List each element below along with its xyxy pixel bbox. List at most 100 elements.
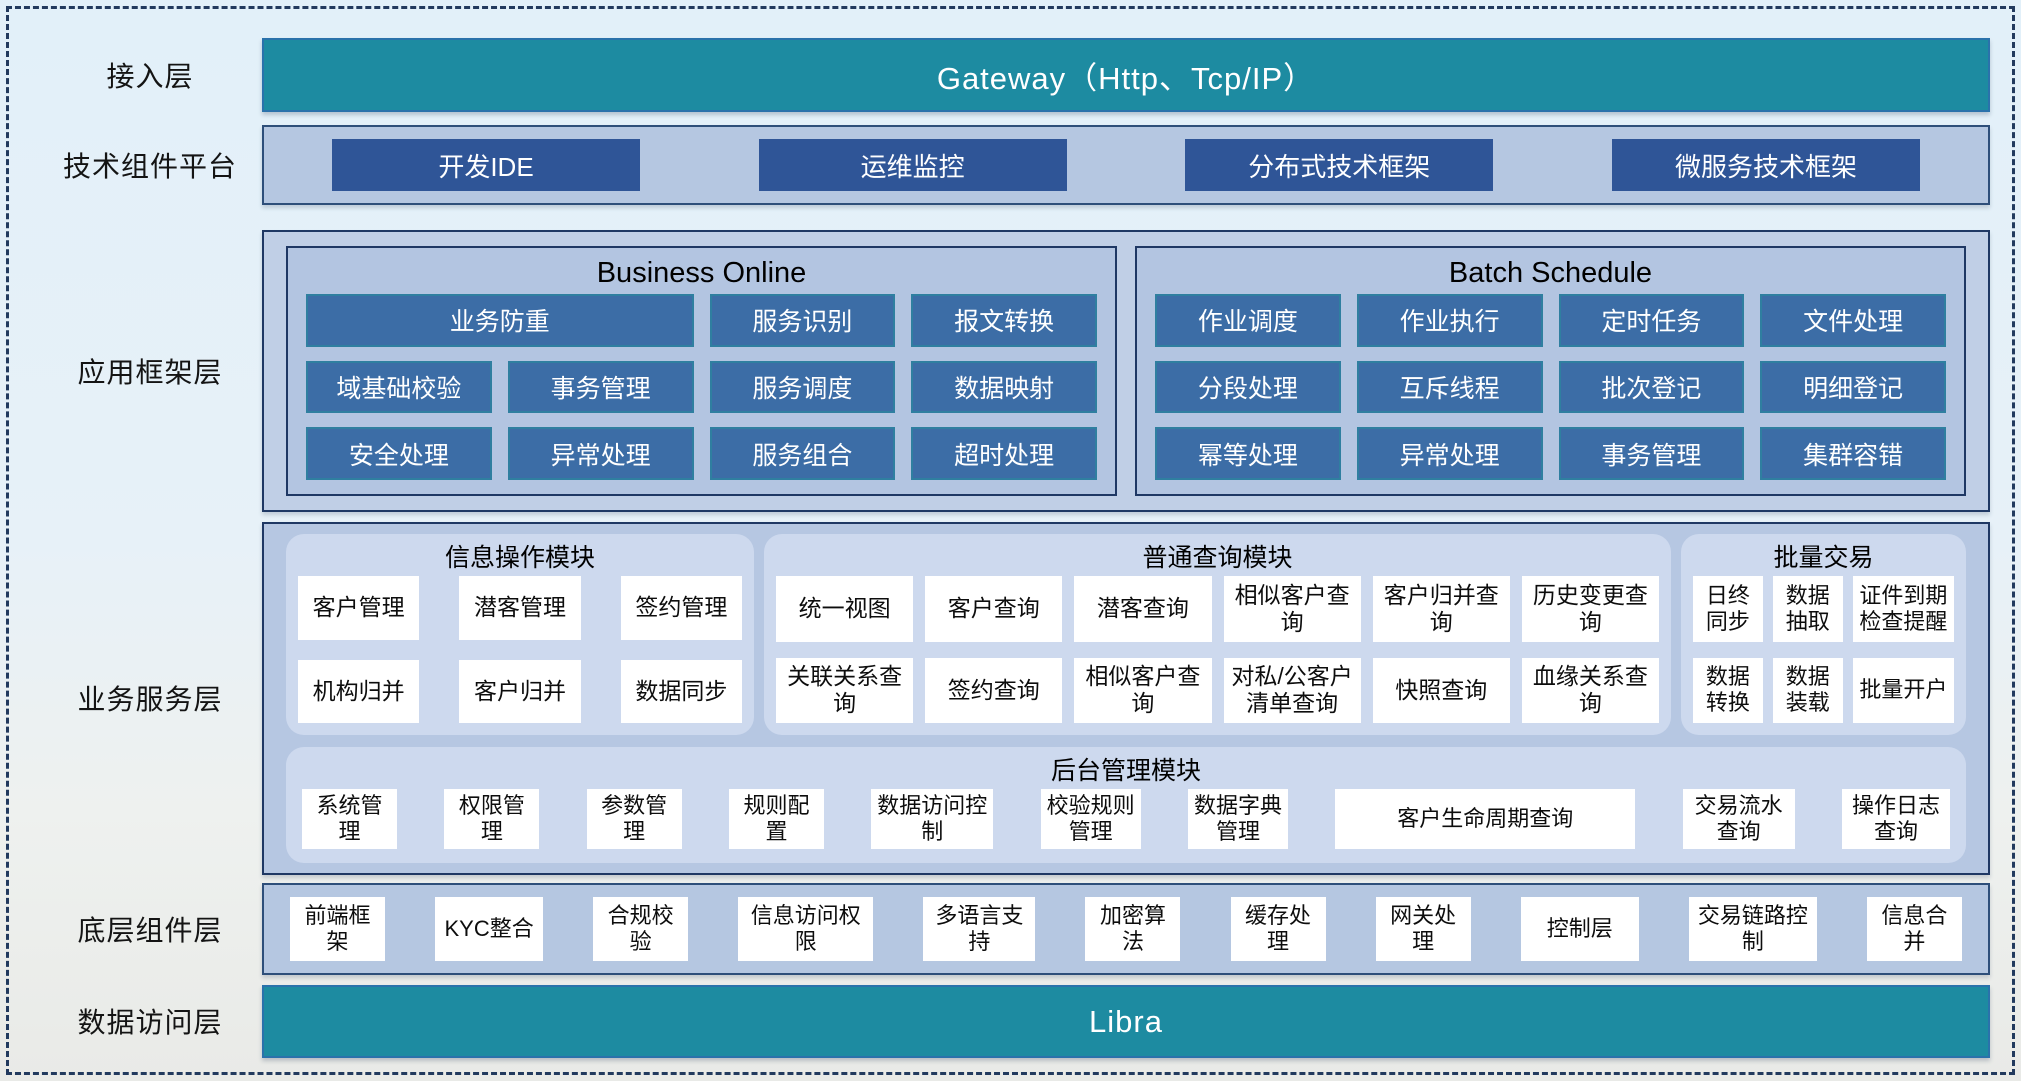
batch-transaction-panel: 批量交易 日终同步 数据抽取 证件到期检查提醒 数据转换 数据装载 批量开户 (1681, 534, 1966, 735)
service-card: 相似客户查询 (1074, 657, 1212, 723)
module-block: 服务识别 (709, 294, 896, 347)
gateway-bar: Gateway（Http、Tcp/IP） (262, 38, 1990, 112)
component-card: 信息访问权限 (738, 897, 874, 961)
module-block: 数据映射 (911, 360, 1097, 414)
service-card: 潜客管理 (459, 576, 581, 640)
common-query-panel: 普通查询模块 统一视图 客户查询 潜客查询 相似客户查询 客户归并查询 历史变更… (764, 534, 1671, 735)
module-block: 业务防重 (306, 294, 694, 347)
module-block: 明细登记 (1760, 360, 1946, 414)
libra-bar-text: Libra (1089, 1003, 1163, 1039)
service-panels-row: 信息操作模块 客户管理 潜客管理 签约管理 机构归并 客户归并 数据同步 普通查… (286, 534, 1966, 735)
service-card: 证件到期检查提醒 (1852, 576, 1954, 642)
module-block: 事务管理 (1558, 427, 1745, 480)
tech-item-dev-ide: 开发IDE (332, 139, 640, 191)
layer-label-data-access: 数据访问层 (77, 1007, 223, 1038)
service-card: 参数管理 (586, 789, 682, 849)
service-card: 数据抽取 (1772, 576, 1843, 642)
service-card: 关联关系查询 (776, 657, 914, 723)
batch-transaction-title: 批量交易 (1773, 544, 1874, 572)
service-card: 历史变更查询 (1521, 576, 1659, 642)
admin-module-panel: 后台管理模块 系统管理 权限管理 参数管理 规则配置 数据访问控制 校验规则管理… (286, 747, 1966, 863)
libra-bar: Libra (262, 985, 1990, 1058)
service-card: 数据同步 (620, 659, 742, 723)
service-card: 对私/公客户清单查询 (1223, 657, 1361, 723)
service-card: 签约管理 (620, 576, 742, 640)
gateway-bar-text: Gateway（Http、Tcp/IP） (936, 60, 1316, 96)
business-online-grid: 业务防重 服务识别 报文转换 域基础校验 事务管理 服务调度 数据映射 安全处理… (306, 294, 1097, 480)
service-card: 客户查询 (925, 576, 1063, 642)
service-card: 数据转换 (1693, 657, 1763, 723)
service-card: 校验规则管理 (1040, 789, 1141, 849)
module-block: 报文转换 (911, 294, 1097, 347)
service-card: 快照查询 (1372, 657, 1510, 723)
service-card: 客户生命周期查询 (1335, 789, 1636, 849)
tech-item-microservice-fw: 微服务技术框架 (1611, 139, 1920, 191)
component-card: 加密算法 (1085, 897, 1181, 961)
layer-label-business-service: 业务服务层 (77, 684, 223, 715)
layer-label-tech-platform: 技术组件平台 (62, 151, 237, 182)
business-service-container: 信息操作模块 客户管理 潜客管理 签约管理 机构归并 客户归并 数据同步 普通查… (262, 522, 1990, 875)
tech-item-distributed-fw: 分布式技术框架 (1185, 139, 1494, 191)
module-block: 作业执行 (1356, 294, 1543, 347)
batch-transaction-grid: 日终同步 数据抽取 证件到期检查提醒 数据转换 数据装载 批量开户 (1693, 576, 1954, 723)
module-block: 异常处理 (1356, 427, 1543, 480)
service-card: 客户归并 (459, 659, 581, 723)
component-card: 交易链路控制 (1688, 897, 1817, 961)
service-card: 数据装载 (1772, 657, 1843, 723)
component-card: 信息合并 (1866, 897, 1962, 961)
component-card: 多语言支持 (923, 897, 1036, 961)
service-card: 客户管理 (298, 576, 420, 640)
tech-platform-container: 开发IDE 运维监控 分布式技术框架 微服务技术框架 (262, 125, 1990, 205)
module-block: 定时任务 (1558, 294, 1745, 347)
info-operation-panel: 信息操作模块 客户管理 潜客管理 签约管理 机构归并 客户归并 数据同步 (286, 534, 754, 735)
module-block: 异常处理 (507, 427, 694, 480)
component-card: KYC整合 (435, 897, 544, 961)
tech-item-ops-monitor: 运维监控 (758, 139, 1067, 191)
module-block: 超时处理 (911, 427, 1097, 480)
service-card: 日终同步 (1693, 576, 1763, 642)
module-block: 分段处理 (1155, 360, 1341, 414)
service-card: 相似客户查询 (1223, 576, 1361, 642)
module-block: 安全处理 (306, 427, 492, 480)
business-online-title: Business Online (596, 256, 807, 289)
component-card: 缓存处理 (1230, 897, 1326, 961)
admin-module-title: 后台管理模块 (1050, 757, 1201, 785)
admin-module-row: 系统管理 权限管理 参数管理 规则配置 数据访问控制 校验规则管理 数据字典管理… (298, 789, 1954, 851)
service-card: 权限管理 (444, 789, 540, 849)
batch-schedule-title: Batch Schedule (1448, 256, 1653, 289)
module-block: 文件处理 (1760, 294, 1946, 347)
info-operation-grid: 客户管理 潜客管理 签约管理 机构归并 客户归并 数据同步 (298, 576, 742, 723)
batch-schedule-group: Batch Schedule 作业调度 作业执行 定时任务 文件处理 分段处理 … (1135, 246, 1966, 496)
module-block: 域基础校验 (306, 360, 492, 414)
common-query-title: 普通查询模块 (1142, 544, 1293, 572)
base-components-container: 前端框架 KYC整合 合规校验 信息访问权限 多语言支持 加密算法 缓存处理 网… (262, 883, 1990, 975)
component-card: 网关处理 (1375, 897, 1471, 961)
service-card: 机构归并 (298, 659, 420, 723)
service-card: 规则配置 (728, 789, 824, 849)
module-block: 幂等处理 (1155, 427, 1341, 480)
component-card: 合规校验 (593, 897, 689, 961)
service-card: 批量开户 (1852, 657, 1954, 723)
service-card: 操作日志查询 (1841, 789, 1950, 849)
service-card: 潜客查询 (1074, 576, 1212, 642)
component-card: 前端框架 (290, 897, 385, 961)
app-framework-container: Business Online 业务防重 服务识别 报文转换 域基础校验 事务管… (262, 230, 1990, 512)
module-block: 服务组合 (709, 427, 896, 480)
module-block: 批次登记 (1558, 360, 1745, 414)
service-card: 数据字典管理 (1187, 789, 1288, 849)
common-query-grid: 统一视图 客户查询 潜客查询 相似客户查询 客户归并查询 历史变更查询 关联关系… (776, 576, 1659, 723)
service-card: 数据访问控制 (871, 789, 994, 849)
module-block: 服务调度 (709, 360, 896, 414)
service-card: 交易流水查询 (1682, 789, 1795, 849)
module-block: 作业调度 (1155, 294, 1341, 347)
layer-label-app-framework: 应用框架层 (77, 357, 223, 388)
batch-schedule-grid: 作业调度 作业执行 定时任务 文件处理 分段处理 互斥线程 批次登记 明细登记 … (1155, 294, 1946, 480)
service-card: 系统管理 (302, 789, 397, 849)
component-card: 控制层 (1520, 897, 1639, 961)
layer-label-access: 接入层 (106, 61, 194, 92)
service-card: 客户归并查询 (1372, 576, 1510, 642)
service-card: 统一视图 (776, 576, 914, 642)
service-card: 签约查询 (925, 657, 1063, 723)
info-operation-title: 信息操作模块 (444, 544, 595, 572)
